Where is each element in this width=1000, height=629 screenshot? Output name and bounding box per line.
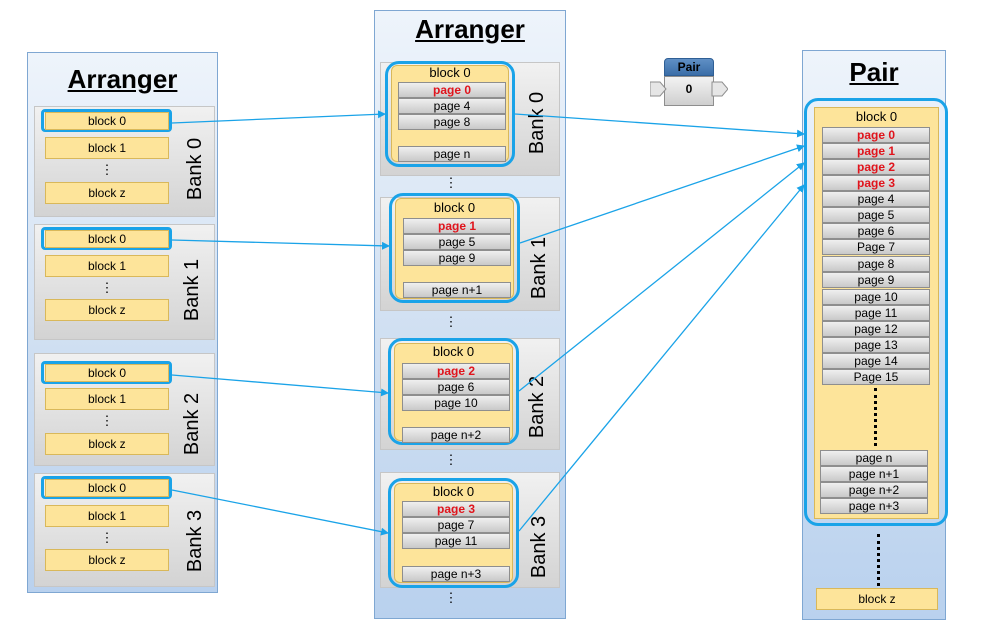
left-bank-1-block-z: block z	[45, 299, 169, 321]
left-bank-3-block-1: block 1	[45, 505, 169, 527]
arrow-middle-bank0-to-pair	[514, 113, 805, 138]
left-bank-3-block-0: block 0	[45, 479, 169, 497]
middle-bank-1-block-label: block 0	[433, 200, 476, 215]
left-bank-1-dots: ⋮	[100, 280, 114, 295]
pair-page-2: page 2	[822, 159, 930, 175]
middle-bank-3-page-c: page 11	[402, 533, 510, 549]
pair-page-11: page 11	[822, 305, 930, 321]
pair-page-n2: page n+2	[820, 482, 928, 498]
pair-page-8: page 8	[822, 256, 930, 272]
left-bank-3-block0-highlight	[41, 476, 172, 499]
pair-vertical-dots	[874, 388, 877, 446]
middle-bank-3-page-a: page 3	[402, 501, 510, 517]
left-bank-2-block-0: block 0	[45, 364, 169, 382]
pair-page-7: Page 7	[822, 239, 930, 255]
left-bank-2-block-z: block z	[45, 433, 169, 455]
pair-lower-dots	[877, 534, 880, 586]
middle-bank-2-page-a: page 2	[402, 363, 510, 379]
arrow-left-bank0-to-middle-bank0	[171, 110, 386, 124]
left-bank-0-block-z: block z	[45, 182, 169, 204]
left-arranger-title: Arranger	[67, 64, 178, 94]
left-bank-1-block-0: block 0	[45, 230, 169, 248]
middle-bank-2-dots: ⋮	[444, 452, 458, 467]
arrow-left-bank1-to-middle-bank1	[171, 239, 390, 250]
left-bank-2-block0-highlight	[41, 361, 172, 384]
left-bank-3-dots: ⋮	[100, 530, 114, 545]
pair-page-15: Page 15	[822, 369, 930, 385]
left-bank-0-block-0: block 0	[45, 112, 169, 130]
middle-bank-2-page-n: page n+2	[402, 427, 510, 443]
middle-bank-2-page-b: page 6	[402, 379, 510, 395]
pair-page-12: page 12	[822, 321, 930, 337]
middle-arranger-title: Arranger	[415, 14, 525, 44]
pair-page-10: page 10	[822, 289, 930, 305]
pair-page-6: page 6	[822, 223, 930, 239]
middle-bank-3-page-b: page 7	[402, 517, 510, 533]
arrow-middle-bank3-to-pair	[518, 184, 805, 532]
left-bank-1-block0-highlight	[41, 227, 172, 250]
pair-page-0: page 0	[822, 127, 930, 143]
pair-node-value: 0	[685, 82, 693, 96]
arrow-left-bank2-to-middle-bank2	[171, 374, 389, 397]
pair-page-n: page n	[820, 450, 928, 466]
middle-bank-1-page-c: page 9	[403, 250, 511, 266]
middle-bank-1-page-a: page 1	[403, 218, 511, 234]
middle-bank-1-dots: ⋮	[444, 314, 458, 329]
pair-page-n1: page n+1	[820, 466, 928, 482]
middle-bank-0-highlight	[385, 61, 515, 167]
middle-bank-3-dots: ⋮	[444, 590, 458, 605]
left-bank-0-block0-highlight	[41, 109, 172, 132]
middle-bank-2-block-label: block 0	[432, 344, 475, 359]
pair-page-1: page 1	[822, 143, 930, 159]
arrow-middle-bank1-to-pair	[519, 144, 805, 244]
middle-bank-3-page-n: page n+3	[402, 566, 510, 582]
left-bank-0-block-1: block 1	[45, 137, 169, 159]
pair-node-ports-icon	[650, 81, 728, 97]
pair-block-z: block z	[816, 588, 938, 610]
middle-bank-0-page-b: page 4	[398, 98, 506, 114]
left-bank-3-block-z: block z	[45, 549, 169, 571]
middle-bank-3-block-label: block 0	[432, 484, 475, 499]
middle-bank-0-dots: ⋮	[444, 175, 458, 190]
pair-page-3: page 3	[822, 175, 930, 191]
middle-bank-1-page-n: page n+1	[403, 282, 511, 298]
pair-node-icon: Pair 0	[650, 58, 728, 106]
left-bank-1-block-1: block 1	[45, 255, 169, 277]
pair-node-title: Pair	[664, 58, 714, 76]
middle-bank-1-highlight	[389, 193, 520, 303]
middle-bank-1-page-b: page 5	[403, 234, 511, 250]
pair-block-0-label: block 0	[855, 109, 898, 124]
left-bank-0-dots: ⋮	[100, 162, 114, 177]
pair-node-body	[664, 76, 714, 106]
pair-page-n3: page n+3	[820, 498, 928, 514]
middle-bank-0-page-c: page 8	[398, 114, 506, 130]
middle-bank-2-highlight	[388, 338, 519, 445]
pair-panel-title: Pair	[849, 57, 899, 87]
arrow-middle-bank2-to-pair	[518, 162, 805, 392]
middle-bank-2-page-c: page 10	[402, 395, 510, 411]
pair-page-4: page 4	[822, 191, 930, 207]
pair-page-5: page 5	[822, 207, 930, 223]
middle-bank-0-page-n: page n	[398, 146, 506, 162]
pair-page-13: page 13	[822, 337, 930, 353]
arrow-left-bank3-to-middle-bank3	[171, 489, 389, 536]
pair-page-9: page 9	[822, 272, 930, 288]
middle-bank-3-highlight	[388, 478, 519, 588]
left-bank-2-dots: ⋮	[100, 413, 114, 428]
pair-highlight	[804, 98, 948, 526]
middle-bank-0-page-a: page 0	[398, 82, 506, 98]
left-bank-2-block-1: block 1	[45, 388, 169, 410]
middle-bank-0-block-label: block 0	[429, 65, 471, 80]
pair-page-14: page 14	[822, 353, 930, 369]
